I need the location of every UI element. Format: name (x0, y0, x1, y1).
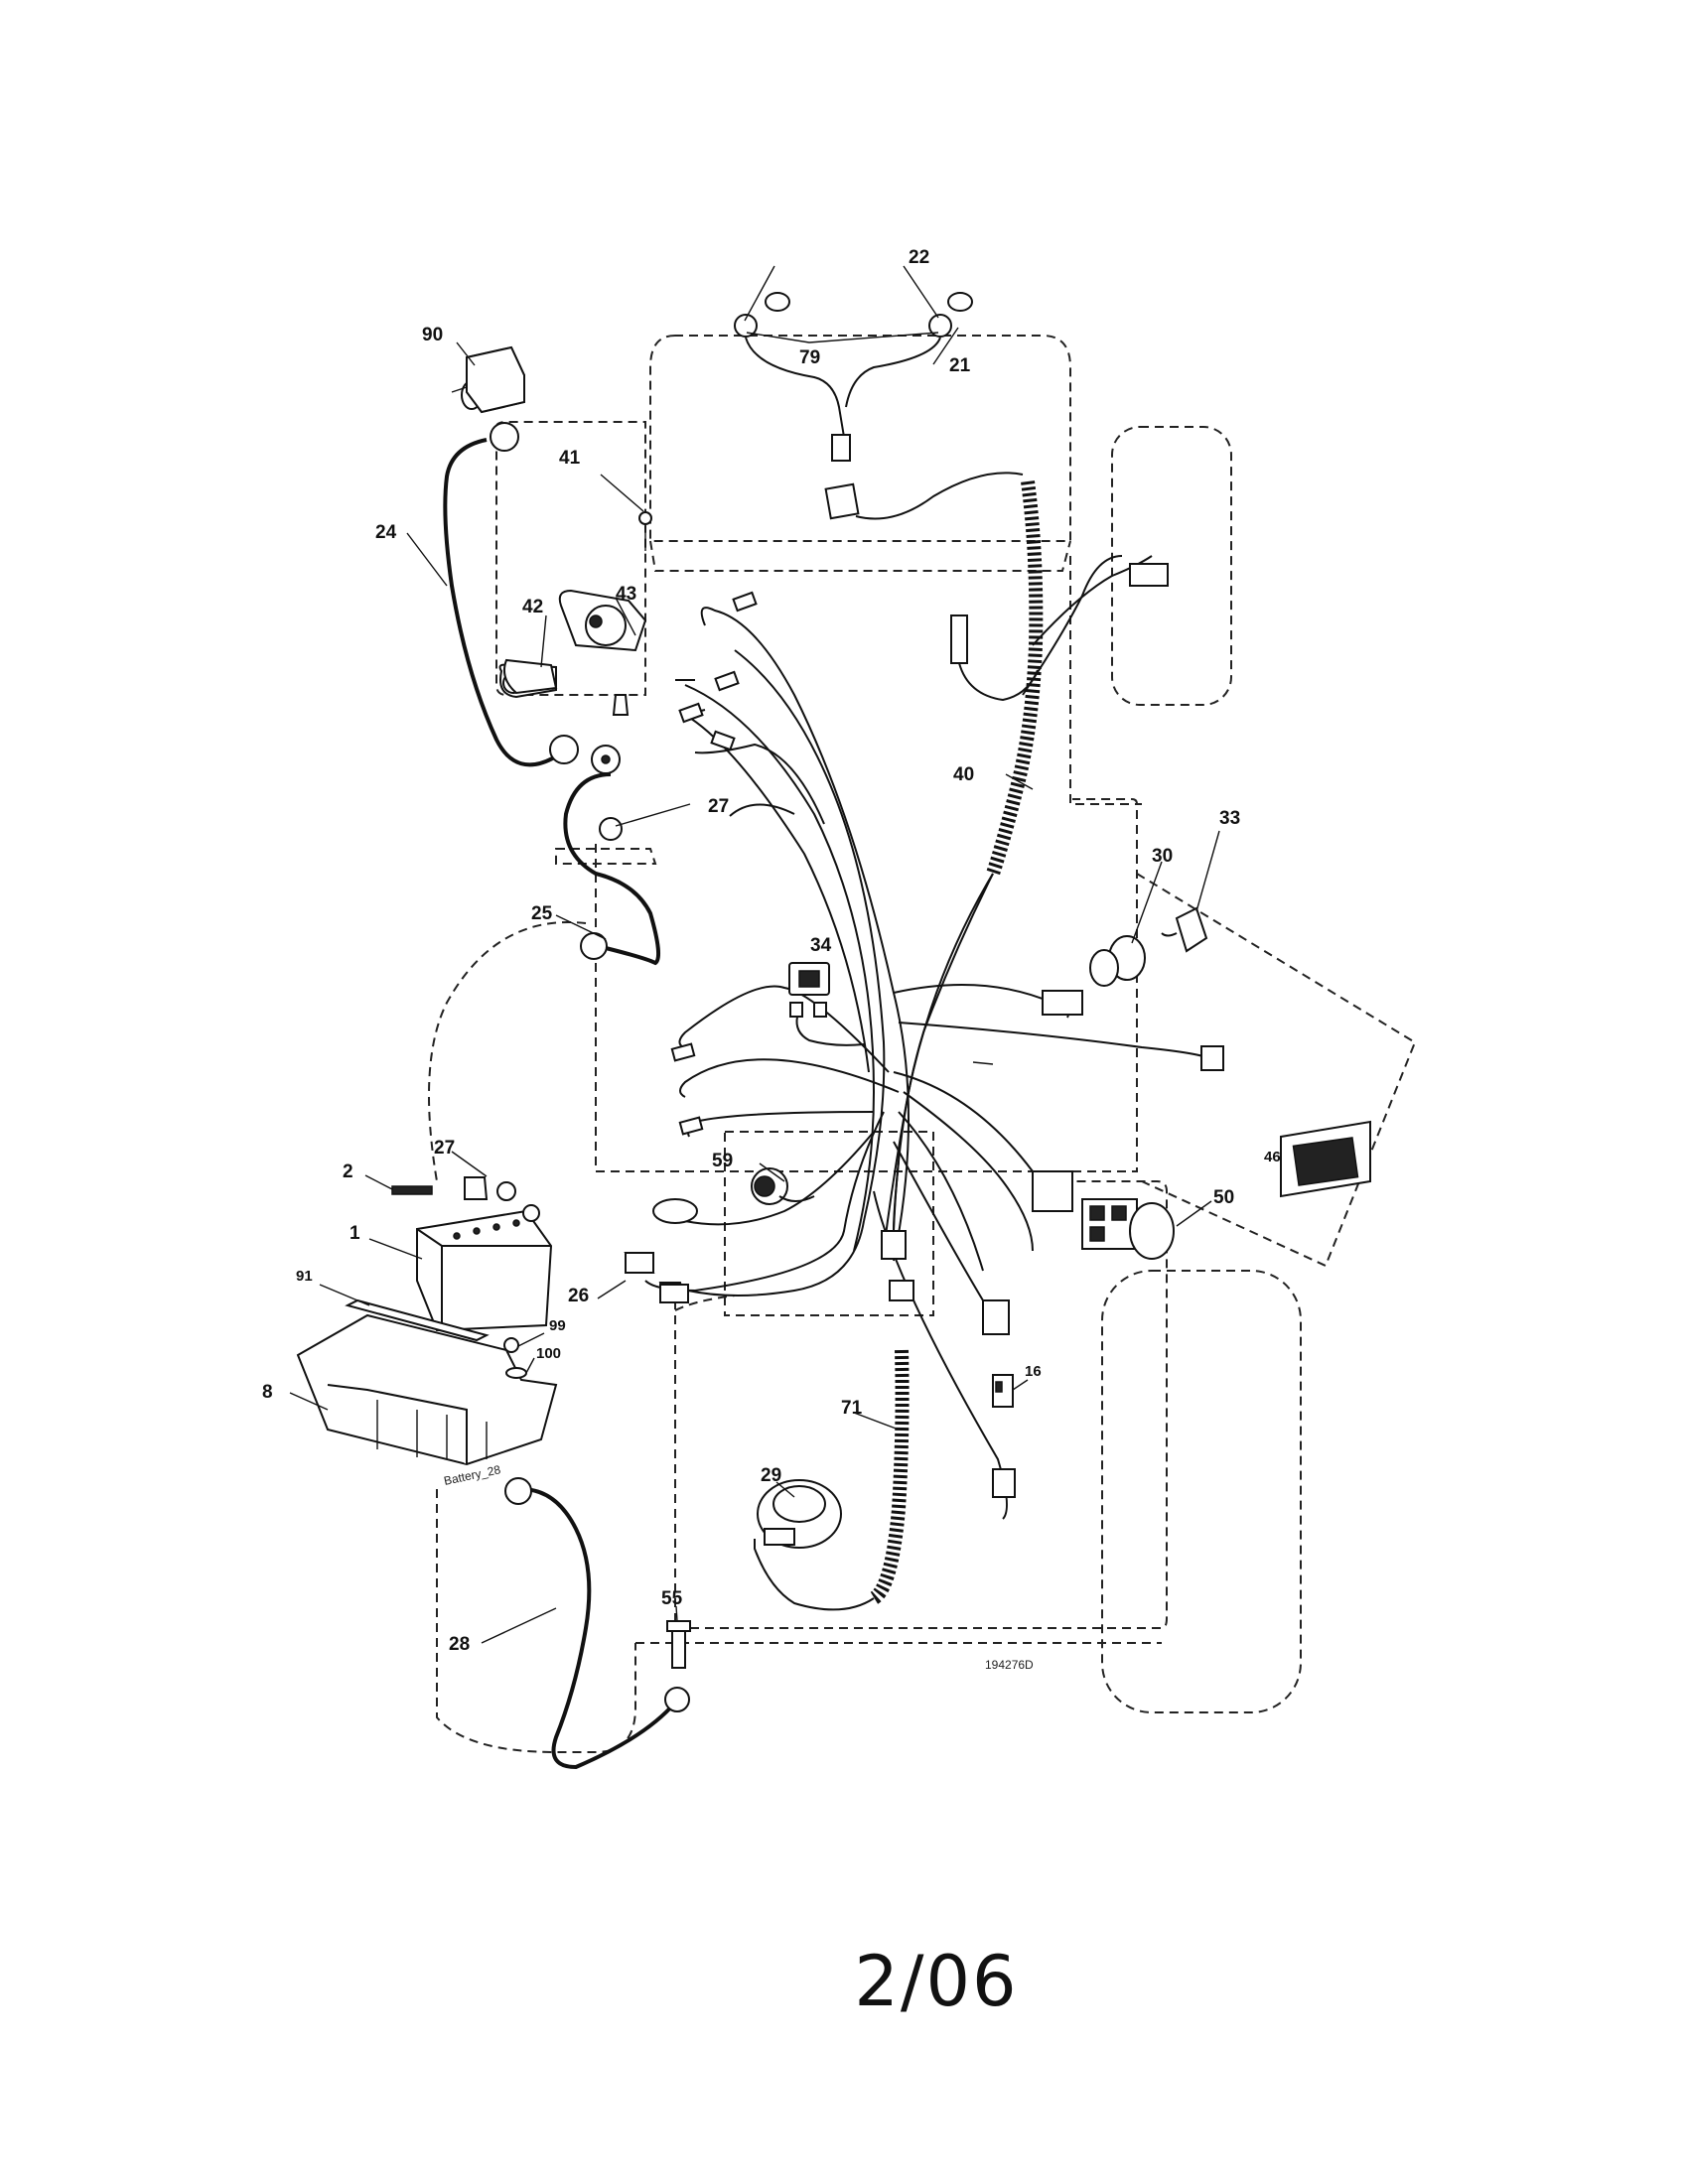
drawing-number: 194276D (985, 1658, 1034, 1672)
callout-55: 55 (661, 1588, 683, 1609)
battery-tray-label: Battery_28 (443, 1462, 502, 1488)
callout-25: 25 (531, 903, 553, 924)
callout-34: 34 (810, 935, 832, 956)
callout-46: 46 (1264, 1149, 1281, 1165)
leader-lines (289, 265, 1220, 1644)
callout-41: 41 (559, 448, 581, 469)
callout-30: 30 (1152, 846, 1173, 867)
harness-71-coil (869, 1349, 910, 1605)
callout-2: 2 (343, 1161, 353, 1182)
wiring-harness (644, 555, 1224, 1520)
battery-area: Battery_28 (296, 1176, 558, 1488)
callout-1: 1 (350, 1223, 360, 1244)
callout-90: 90 (422, 325, 443, 345)
part-90 (451, 345, 525, 414)
tractor-outline (428, 335, 1417, 1753)
callout-40: 40 (953, 764, 974, 785)
callout-100: 100 (536, 1345, 561, 1362)
callout-29: 29 (761, 1465, 781, 1486)
cable-24 (443, 438, 557, 767)
callout-16: 16 (1025, 1363, 1042, 1380)
page-date: 2/06 (854, 1941, 1019, 2022)
harness-40-coil (986, 480, 1044, 877)
headlight-assembly (734, 292, 1024, 520)
callout-79: 79 (799, 347, 820, 368)
callout-43: 43 (616, 584, 636, 605)
callout-22: 22 (909, 247, 929, 268)
page-date-footer: 2/06 (0, 1941, 1684, 2022)
callouts: 22 79 21 90 41 24 42 43 40 27 25 33 30 3… (262, 247, 1281, 1655)
cable-28 (520, 1487, 677, 1770)
callout-99: 99 (549, 1317, 566, 1334)
callout-91: 91 (296, 1268, 313, 1285)
part-42 (503, 658, 558, 695)
fuse-26 (625, 1220, 865, 1303)
callout-71: 71 (841, 1398, 863, 1419)
callout-24: 24 (375, 522, 397, 543)
wire-71-lead (754, 1539, 875, 1611)
callout-33: 33 (1219, 808, 1240, 829)
callout-26: 26 (568, 1286, 589, 1306)
callout-8: 8 (262, 1382, 273, 1403)
callout-21: 21 (949, 355, 971, 376)
callout-59: 59 (712, 1151, 733, 1171)
callout-50: 50 (1213, 1187, 1234, 1208)
controls (624, 906, 1371, 1549)
callout-28: 28 (449, 1634, 470, 1655)
callout-27b: 27 (434, 1138, 455, 1159)
callout-27a: 27 (708, 796, 729, 817)
cable-25 (563, 772, 661, 966)
callout-42: 42 (522, 597, 543, 617)
